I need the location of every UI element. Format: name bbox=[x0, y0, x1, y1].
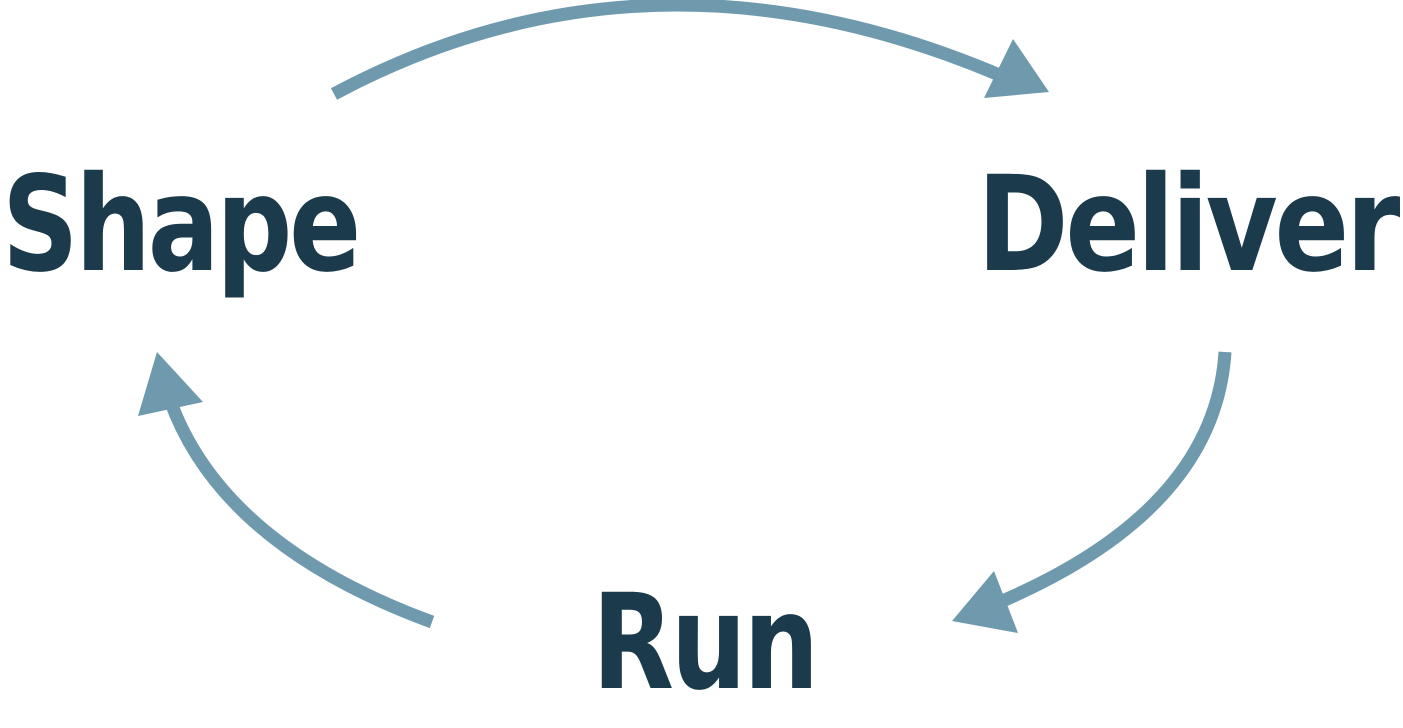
stage-label-run: Run bbox=[592, 566, 816, 720]
arrow-run-to-shape-head bbox=[138, 352, 203, 416]
stage-label-deliver: Deliver bbox=[977, 148, 1400, 302]
arrow-deliver-to-run-shaft bbox=[997, 351, 1232, 608]
arrow-shape-to-deliver-shaft bbox=[330, 0, 1007, 100]
arrow-run-to-shape bbox=[138, 352, 435, 629]
arrow-shape-to-deliver-head bbox=[984, 39, 1049, 98]
stage-label-shape: Shape bbox=[2, 148, 358, 302]
arrow-shape-to-deliver bbox=[330, 0, 1049, 100]
arrow-deliver-to-run bbox=[952, 351, 1232, 633]
arrow-run-to-shape-shaft bbox=[163, 397, 435, 629]
arrow-deliver-to-run-head bbox=[952, 571, 1018, 633]
